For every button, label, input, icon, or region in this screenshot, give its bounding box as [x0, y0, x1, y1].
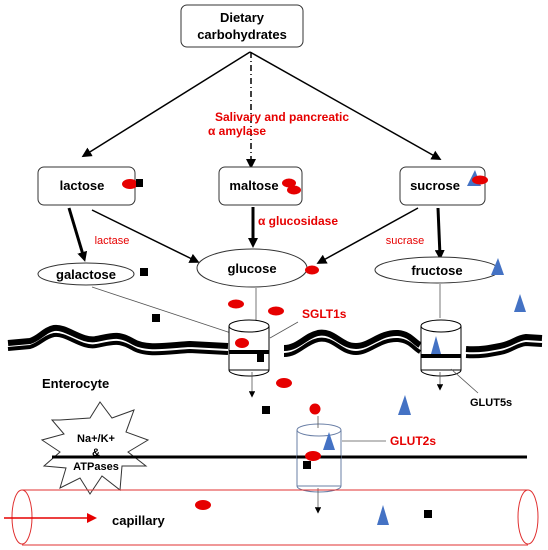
node-dietary-carbohydrates: Dietary carbohydrates: [180, 4, 304, 48]
sucrase-label: sucrase: [386, 235, 425, 247]
capillary-vessel: [11, 489, 539, 546]
glucose-marker: [195, 500, 211, 510]
glucose-marker: [309, 403, 321, 415]
arrow-lactose-to-glucose: [91, 209, 200, 263]
brush-border-membrane: [7, 324, 543, 353]
arrow-sucrose-to-glucose: [316, 207, 419, 264]
galactose-marker: [140, 268, 148, 276]
sglt1-pointer: [269, 321, 299, 339]
arrow-to-sucrose: [249, 51, 442, 160]
amylase-label-line1: Salivary and pancreatic: [215, 110, 349, 124]
glut5-label: GLUT5s: [470, 397, 512, 409]
fructose-marker: [323, 432, 335, 450]
galactose-marker: [136, 179, 143, 187]
atpase-label-line2: &: [92, 447, 100, 459]
enterocyte-label: Enterocyte: [42, 376, 109, 391]
fructose-marker: [431, 336, 441, 354]
galactose-marker: [424, 510, 432, 518]
atpase-label-line3: ATPases: [73, 461, 119, 473]
node-maltose: maltose: [218, 166, 303, 206]
sucrose-label: sucrose: [410, 178, 460, 193]
na-k-atpase-burst: Na+/K+ & ATPases: [40, 401, 150, 495]
fructose-marker: [514, 294, 526, 312]
glut5-pointer: [450, 368, 479, 394]
dietary-label-line2: carbohydrates: [197, 27, 287, 42]
lactose-label: lactose: [60, 178, 105, 193]
fructose-label: fructose: [411, 263, 462, 278]
glucose-marker: [282, 178, 296, 188]
glucose-marker: [122, 179, 138, 189]
node-lactose: lactose: [37, 166, 136, 206]
glucose-marker: [287, 185, 301, 195]
galactose-marker: [303, 461, 311, 469]
glucose-marker: [268, 306, 284, 316]
glucose-marker: [305, 265, 319, 275]
node-galactose: galactose: [37, 262, 135, 286]
atpase-label-line1: Na+/K+: [77, 433, 115, 445]
fructose-marker: [377, 505, 389, 525]
glucose-marker: [305, 451, 321, 461]
glucose-marker: [472, 175, 488, 185]
glucose-label: glucose: [227, 261, 276, 276]
galactose-marker: [262, 406, 270, 414]
glucosidase-label: α glucosidase: [258, 214, 338, 228]
capillary-label: capillary: [112, 513, 166, 528]
glucose-marker: [276, 378, 292, 388]
fructose-marker: [491, 258, 504, 275]
glut2-label: GLUT2s: [390, 434, 436, 448]
galactose-label: galactose: [56, 267, 116, 282]
arrow-lactose-to-galactose: [67, 207, 88, 262]
amylase-label-line2: α amylase: [208, 124, 266, 138]
galactose-marker: [257, 354, 264, 362]
glucose-marker: [235, 338, 249, 348]
node-fructose: fructose: [374, 256, 500, 284]
lactase-label: lactase: [95, 235, 130, 247]
node-glucose: glucose: [196, 248, 308, 288]
sglt1-label: SGLT1s: [302, 307, 347, 321]
arrow-to-lactose: [81, 51, 251, 158]
sglt1-transporter: [228, 319, 270, 377]
glucose-marker: [228, 299, 244, 309]
brush-border-membrane-lower: [7, 332, 543, 359]
galactose-marker: [152, 314, 160, 322]
maltose-label: maltose: [229, 178, 278, 193]
arrow-galactose-to-sglt1: [91, 286, 236, 336]
node-sucrose: sucrose: [399, 166, 486, 206]
arrow-sucrose-to-fructose: [434, 207, 445, 260]
glut5-transporter: [420, 319, 462, 377]
fructose-marker: [398, 395, 411, 415]
dietary-label-line1: Dietary: [220, 10, 265, 25]
